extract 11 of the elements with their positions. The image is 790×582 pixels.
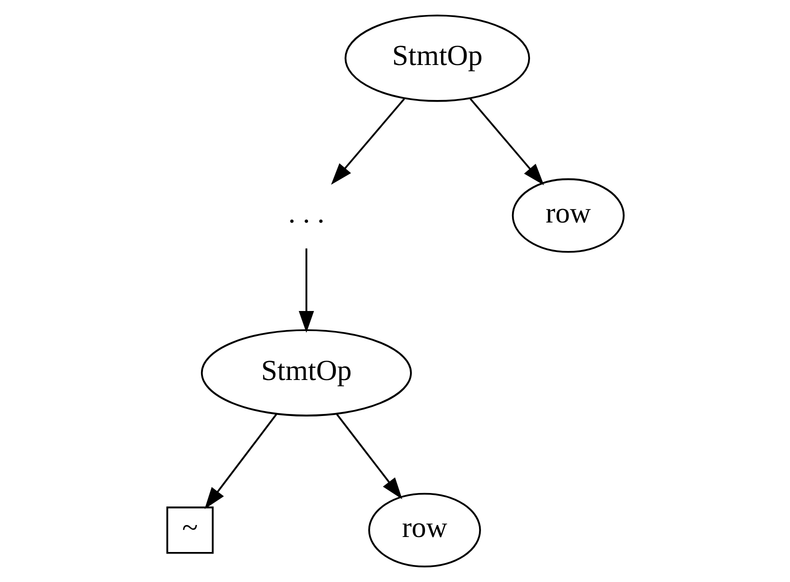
arrow	[298, 248, 314, 333]
node-box: ~	[166, 506, 214, 554]
arrow	[204, 414, 277, 510]
arrow	[336, 414, 402, 500]
node-ellipse: StmtOp	[200, 329, 412, 416]
node-ellipse: row	[511, 178, 624, 253]
node-ellipse: row	[368, 492, 480, 568]
node-text: . . .	[288, 197, 324, 230]
arrow	[469, 98, 544, 186]
node-ellipse: StmtOp	[344, 14, 530, 102]
arrow	[330, 98, 404, 185]
